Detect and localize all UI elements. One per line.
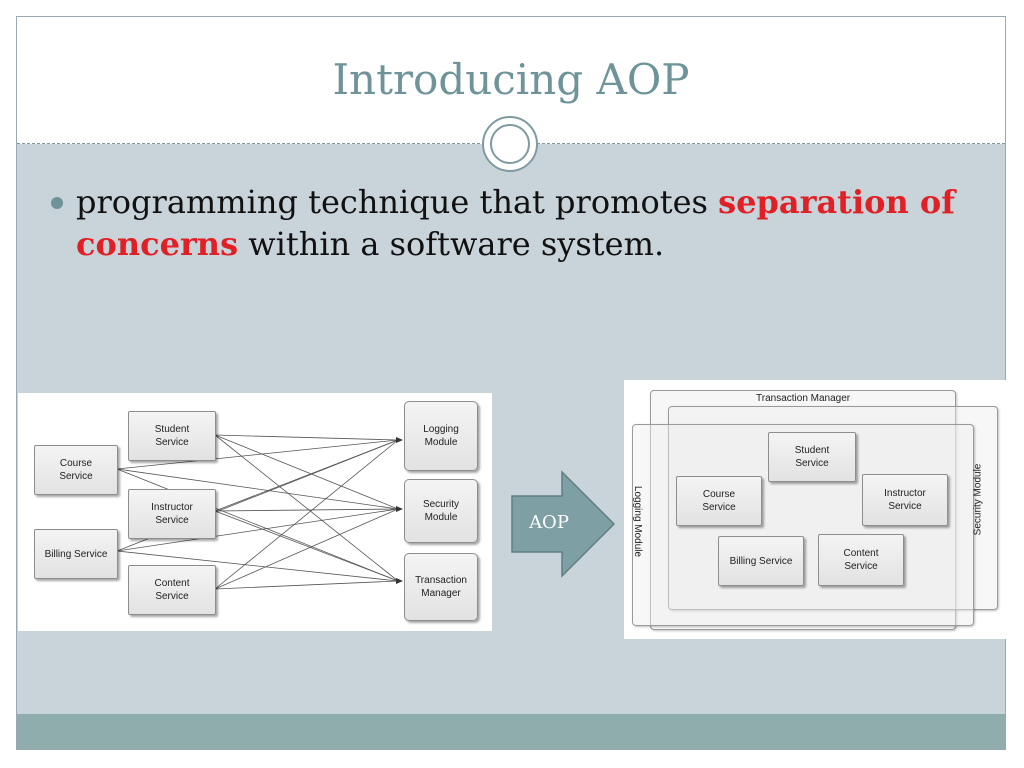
bullet-text: programming technique that promotes sepa… [76,181,971,265]
right-content-service: Content Service [818,534,904,586]
left-logging-module: Logging Module [404,401,478,471]
left-diagram-connections [116,434,403,590]
divider-ring-inner [490,124,530,164]
aop-arrow-label: AOP [529,512,569,533]
left-billing-service: Billing Service [34,529,118,579]
slide-title: Introducing AOP [332,55,690,104]
bullet-highlight: separation of concerns [76,183,955,263]
aop-arrow-icon [511,470,616,578]
logging-module-label: Logging Module [632,485,644,558]
left-security-module: Security Module [404,479,478,543]
bullet-text-before: programming technique that promotes [76,183,719,221]
left-content-service: Content Service [128,565,216,615]
footer-band [17,714,1005,749]
divider-ring-icon [482,116,538,172]
right-student-service: Student Service [768,432,856,482]
right-billing-service: Billing Service [718,536,804,586]
security-module-label: Security Module [972,463,984,536]
left-instructor-service: Instructor Service [128,489,216,539]
left-diagram: Student Service Course Service Instructo… [18,393,492,631]
bullet-item: programming technique that promotes sepa… [51,181,971,265]
right-diagram: Transaction Manager Security Module Logg… [624,380,1006,639]
left-course-service: Course Service [34,445,118,495]
left-transaction-manager: Transaction Manager [404,553,478,621]
bullet-text-after: within a software system. [238,225,665,263]
left-student-service: Student Service [128,411,216,461]
transaction-manager-label: Transaction Manager [756,393,851,404]
right-course-service: Course Service [676,476,762,526]
bullet-dot-icon [51,197,63,209]
right-instructor-service: Instructor Service [862,474,948,526]
